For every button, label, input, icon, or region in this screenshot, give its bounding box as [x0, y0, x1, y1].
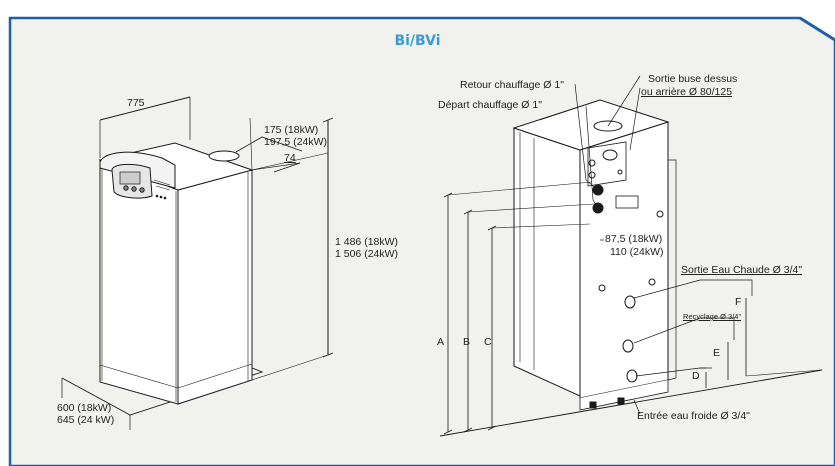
- depth-18kw-label: 600 (18kW): [57, 402, 112, 414]
- depart-chauffage-label: Départ chauffage Ø 1": [438, 99, 542, 111]
- recyclage-label: Recyclage Ø 3/4": [683, 312, 742, 321]
- dimension-letter-b: B: [463, 336, 471, 348]
- panel-corner-accent: [799, 16, 835, 42]
- offset-24kw-label: 110 (24kW): [610, 246, 664, 258]
- width-label: 775: [127, 97, 145, 109]
- sortie-buse-label-line2: ou arrière Ø 80/125: [641, 86, 733, 98]
- entree-eau-froide-label: Entrée eau froide Ø 3/4": [637, 410, 750, 422]
- dimension-letter-c: C: [484, 336, 492, 348]
- sortie-eau-chaude-label: Sortie Eau Chaude Ø 3/4": [681, 264, 803, 276]
- offset-18kw-label: 87,5 (18kW): [605, 233, 663, 245]
- diagram-title: Bi/BVi: [394, 33, 441, 49]
- sortie-buse-label-line1: Sortie buse dessus: [648, 73, 738, 85]
- left-boiler-drawing: [61, 96, 334, 430]
- retour-chauffage-label: Retour chauffage Ø 1": [460, 79, 564, 91]
- flue-offset-18kw-label: 175 (18kW): [264, 124, 319, 136]
- dimension-letter-e: E: [713, 347, 721, 359]
- height-18kw-label: 1 486 (18kW): [335, 236, 399, 248]
- flue-small-label: 74: [284, 152, 296, 164]
- right-boiler-drawing: [439, 75, 823, 437]
- height-24kw-label: 1 506 (24kW): [335, 248, 399, 260]
- dimension-letter-a: A: [437, 336, 445, 348]
- depth-24kw-label: 645 (24 kW): [57, 414, 115, 426]
- flue-offset-24kw-label: 197,5 (24kW): [264, 136, 328, 148]
- dimension-letter-f: F: [735, 296, 742, 308]
- dimension-letter-d: D: [692, 370, 700, 382]
